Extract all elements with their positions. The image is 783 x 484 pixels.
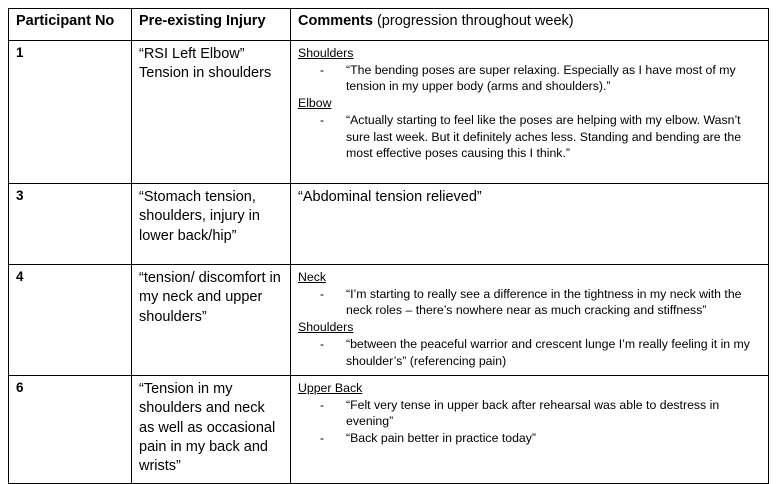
cell-pre-existing-injury: “Tension in my shoulders and neck as wel… [131, 375, 291, 484]
table-body: 1 “RSI Left Elbow” Tension in shoulders … [8, 40, 769, 484]
comment-bullet: - “between the peaceful warrior and cresc… [298, 336, 762, 369]
column-header-participant-no: Participant No [8, 8, 132, 41]
comment-bullet-list: - “Actually starting to feel like the pos… [298, 112, 762, 162]
bullet-dash-marker: - [320, 431, 325, 446]
comment-bullet-text: “between the peaceful warrior and cresce… [346, 336, 750, 368]
comment-group: Shoulders - “The bending poses are super … [298, 45, 762, 95]
comment-bullet-text: “Back pain better in practice today” [346, 431, 537, 446]
comment-bullet-text: “I’m starting to really see a difference… [346, 286, 742, 318]
cell-participant-no: 3 [8, 183, 132, 265]
bullet-dash-marker: - [320, 286, 325, 301]
cell-participant-no: 4 [8, 264, 132, 376]
comment-bullet-text: “Felt very tense in upper back after reh… [346, 397, 720, 429]
cell-pre-existing-injury: “tension/ discomfort in my neck and uppe… [131, 264, 291, 376]
cell-participant-no: 1 [8, 40, 132, 184]
comment-bullet-list: - “The bending poses are super relaxing. … [298, 62, 762, 95]
comment-bullet: - “I’m starting to really see a differenc… [298, 286, 762, 319]
comment-bullet-list: - “Felt very tense in upper back after re… [298, 397, 762, 447]
table-row: 1 “RSI Left Elbow” Tension in shoulders … [8, 40, 769, 184]
cell-comments: Neck - “I’m starting to really see a diff… [290, 264, 769, 376]
comment-bullet-list: - “I’m starting to really see a differenc… [298, 286, 762, 319]
participant-comments-table: Participant No Pre-existing Injury Comme… [8, 8, 769, 484]
cell-pre-existing-injury: “RSI Left Elbow” Tension in shoulders [131, 40, 291, 184]
cell-comments: Upper Back - “Felt very tense in upper ba… [290, 375, 769, 484]
bullet-dash-marker: - [320, 62, 325, 77]
column-header-pre-existing-injury: Pre-existing Injury [131, 8, 291, 41]
table-header: Participant No Pre-existing Injury Comme… [8, 8, 769, 41]
table-row: 3 “Stomach tension, shoulders, injury in… [8, 183, 769, 265]
comment-bullet: - “Felt very tense in upper back after re… [298, 397, 762, 430]
cell-pre-existing-injury: “Stomach tension, shoulders, injury in l… [131, 183, 291, 265]
column-header-comments-bold: Comments [298, 13, 373, 29]
column-header-comments: Comments (progression throughout week) [290, 8, 769, 41]
comment-group: Elbow - “Actually starting to feel like t… [298, 95, 762, 162]
cell-participant-no: 6 [8, 375, 132, 484]
comment-group: Neck - “I’m starting to really see a diff… [298, 269, 762, 319]
table-row: 6 “Tension in my shoulders and neck as w… [8, 375, 769, 484]
comment-bullet-text: “The bending poses are super relaxing. E… [346, 62, 736, 94]
cell-comments: Shoulders - “The bending poses are super … [290, 40, 769, 184]
comment-bullet-list: - “between the peaceful warrior and cresc… [298, 336, 762, 369]
column-header-comments-note: (progression throughout week) [372, 13, 574, 29]
table-row: 4 “tension/ discomfort in my neck and up… [8, 264, 769, 376]
comment-group-title: Shoulders [298, 46, 354, 60]
comment-group-title: Neck [298, 270, 327, 284]
bullet-dash-marker: - [320, 336, 325, 351]
comment-group-title: Upper Back [298, 381, 363, 395]
bullet-dash-marker: - [320, 112, 325, 127]
comment-group-title: Elbow [298, 96, 332, 111]
bullet-dash-marker: - [320, 397, 325, 412]
comment-group: Shoulders - “between the peaceful warrior… [298, 319, 762, 369]
comment-group-title: Shoulders [298, 320, 354, 335]
comment-text: “Abdominal tension relieved” [298, 189, 482, 205]
cell-comments: “Abdominal tension relieved” [290, 183, 769, 265]
table-header-row: Participant No Pre-existing Injury Comme… [8, 8, 769, 41]
comment-bullet: - “Back pain better in practice today” [298, 430, 762, 447]
comment-bullet-text: “Actually starting to feel like the pose… [346, 112, 742, 161]
comment-group: Upper Back - “Felt very tense in upper ba… [298, 380, 762, 447]
comment-bullet: - “The bending poses are super relaxing. … [298, 62, 762, 95]
comment-bullet: - “Actually starting to feel like the pos… [298, 112, 762, 162]
